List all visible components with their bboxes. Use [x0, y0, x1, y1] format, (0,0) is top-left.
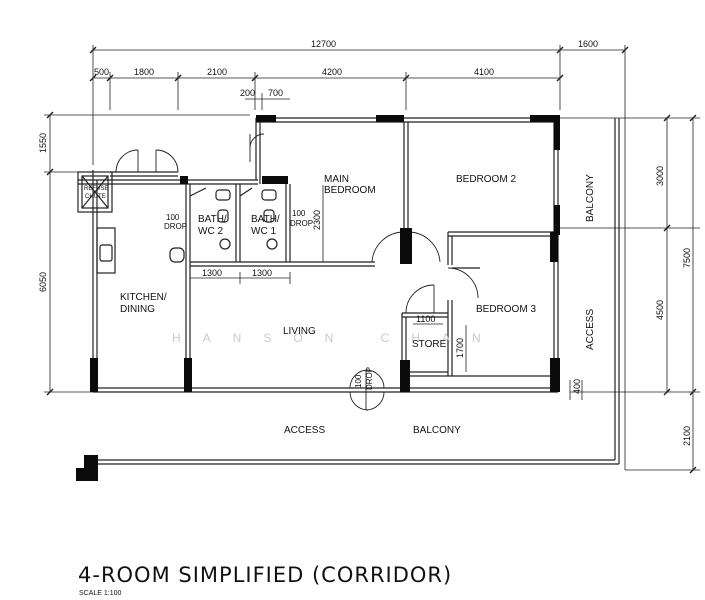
- door-swings: [115, 133, 479, 411]
- kitchen-label-1: KITCHEN/: [120, 292, 167, 303]
- dim-total-width: 12700: [311, 39, 336, 49]
- kitchen-label-2: DINING: [120, 304, 155, 315]
- drop-2-label: DROP: [290, 219, 313, 228]
- room-labels: REFUSE CHUTE 100 DROP BATH/ WC 2 BATH/ W…: [84, 174, 596, 436]
- columns: [76, 115, 560, 481]
- living-label: LIVING: [283, 326, 316, 337]
- dim-500: 500: [94, 67, 109, 77]
- dim-1700: 1700: [455, 338, 465, 358]
- balcony-bottom-label: BALCONY: [413, 425, 461, 436]
- bath-wc2-label-2: WC 2: [198, 226, 223, 237]
- dimension-labels: 12700 1600 500 1800 2100 4200 4100 200 7…: [38, 39, 692, 446]
- main-bedroom-label-1: MAIN: [324, 174, 349, 185]
- access-bottom-label: ACCESS: [284, 425, 325, 436]
- walls: [77, 117, 620, 465]
- dim-400: 400: [572, 379, 582, 394]
- dim-4500: 4500: [655, 300, 665, 320]
- plan-title: 4-ROOM SIMPLIFIED (CORRIDOR): [78, 563, 453, 587]
- drop-2-value: 100: [292, 209, 306, 218]
- dim-6050: 6050: [38, 272, 48, 292]
- dim-2100-right: 2100: [682, 426, 692, 446]
- main-bedroom-label-2: BEDROOM: [324, 185, 376, 196]
- dim-4200: 4200: [322, 67, 342, 77]
- drop-1-label: DROP: [164, 222, 187, 231]
- drop-3-label: DROP: [365, 367, 374, 390]
- dim-3000: 3000: [655, 166, 665, 186]
- drop-1-value: 100: [166, 213, 180, 222]
- dim-2300: 2300: [312, 210, 322, 230]
- dimension-ticks: [46, 46, 697, 474]
- dim-1800: 1800: [134, 67, 154, 77]
- dim-1550: 1550: [38, 133, 48, 153]
- plan-scale: SCALE 1:100: [79, 590, 122, 597]
- bath-wc2-label-1: BATH/: [198, 214, 227, 225]
- access-right-label: ACCESS: [585, 309, 596, 350]
- dim-1100: 1100: [416, 314, 435, 324]
- bath-wc1-label-1: BATH/: [251, 214, 280, 225]
- watermark: HANSON CHAN: [172, 331, 503, 345]
- balcony-right-label: BALCONY: [585, 174, 596, 222]
- dim-700: 700: [268, 88, 283, 98]
- dim-7500: 7500: [682, 248, 692, 268]
- dim-200: 200: [240, 88, 255, 98]
- dim-2100: 2100: [207, 67, 227, 77]
- refuse-chute-label-2: CHUTE: [85, 194, 106, 200]
- corner-notch: [76, 455, 84, 468]
- dim-1300-b: 1300: [252, 268, 272, 278]
- dim-4100: 4100: [474, 67, 494, 77]
- dim-1300-a: 1300: [202, 268, 222, 278]
- refuse-chute-label-1: REFUSE: [84, 186, 108, 192]
- bedroom-3-label: BEDROOM 3: [476, 304, 536, 315]
- dimension-lines: [44, 45, 700, 471]
- bedroom-2-label: BEDROOM 2: [456, 174, 516, 185]
- dim-balcony-width: 1600: [578, 39, 598, 49]
- store-label: STORE: [412, 339, 447, 350]
- drop-3-value: 100: [354, 374, 363, 388]
- bath-wc1-label-2: WC 1: [251, 226, 276, 237]
